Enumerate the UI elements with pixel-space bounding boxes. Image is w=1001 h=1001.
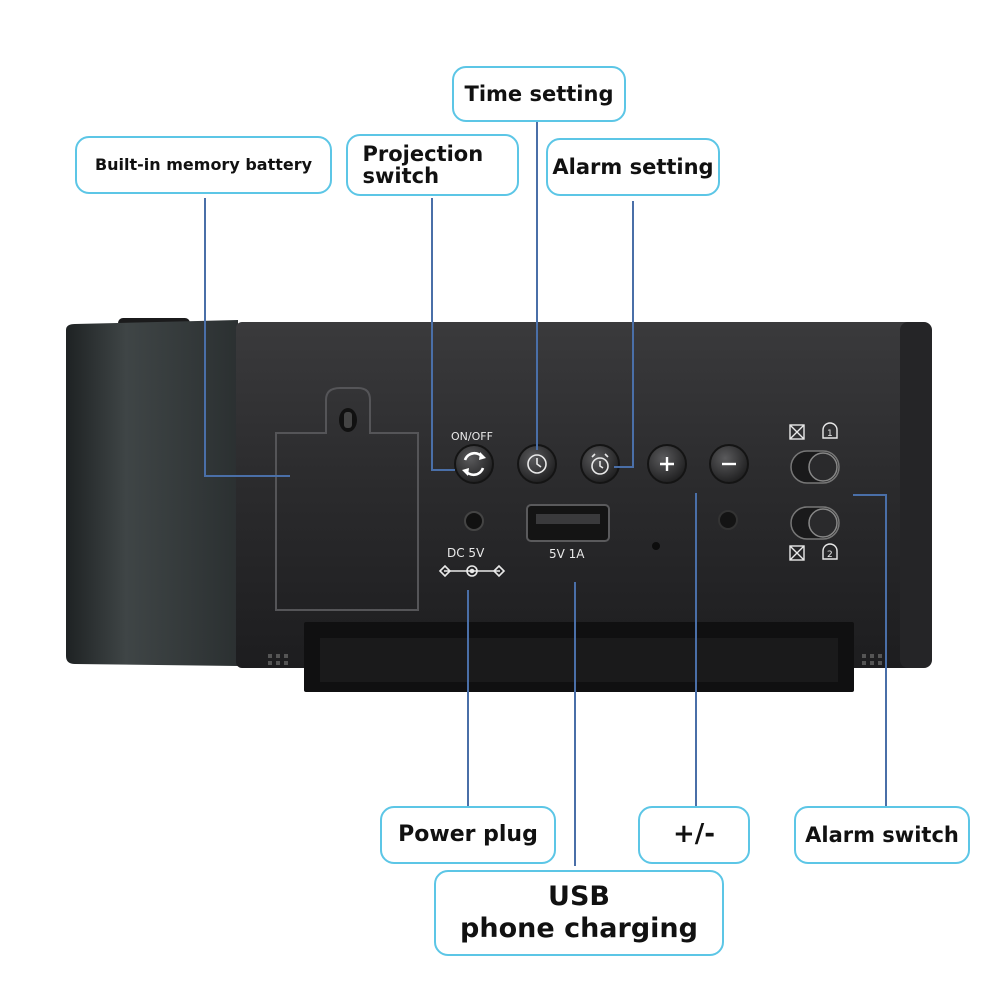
switch-2-number: 2 [827, 550, 833, 560]
alarm-setting-button[interactable] [580, 444, 620, 484]
right-end-cap [900, 322, 932, 668]
left-end-cap [66, 320, 238, 666]
callout-time-setting: Time setting [452, 66, 626, 122]
speaker-grill [268, 654, 882, 665]
plus-icon [660, 457, 674, 471]
alarm-switch-2[interactable] [790, 506, 840, 540]
callout-usb-phone-charging: USB phone charging [434, 870, 724, 956]
callout-alarm-setting: Alarm setting [546, 138, 720, 196]
alarm-off-icon [789, 424, 805, 561]
dc-jack [464, 511, 484, 531]
dc-label: DC 5V [447, 546, 485, 560]
clock-icon [527, 454, 547, 474]
sensor-hole [718, 510, 738, 530]
device-body [236, 322, 926, 668]
alarm-clock-icon [591, 453, 609, 475]
callout-alarm-switch: Alarm switch [794, 806, 970, 864]
projection-button[interactable] [454, 444, 494, 484]
battery-cover [275, 387, 419, 611]
bell-icon [822, 422, 838, 560]
minus-button[interactable] [709, 444, 749, 484]
mic-hole [652, 542, 660, 550]
alarm-switch-1[interactable] [790, 450, 840, 484]
plus-button[interactable] [647, 444, 687, 484]
usb-port [526, 504, 610, 542]
dc-polarity-icon [438, 564, 506, 578]
on-off-label: ON/OFF [451, 430, 493, 443]
leader-lines [204, 122, 887, 866]
callout-projection-switch: Projection switch [346, 134, 519, 196]
callout-power-plug: Power plug [380, 806, 556, 864]
callout-built-in-memory-battery: Built-in memory battery [75, 136, 332, 194]
usb-port-label: 5V 1A [549, 547, 585, 561]
switch-1-number: 1 [827, 429, 833, 439]
time-setting-button[interactable] [517, 444, 557, 484]
callout-plus-minus: +/- [638, 806, 750, 864]
